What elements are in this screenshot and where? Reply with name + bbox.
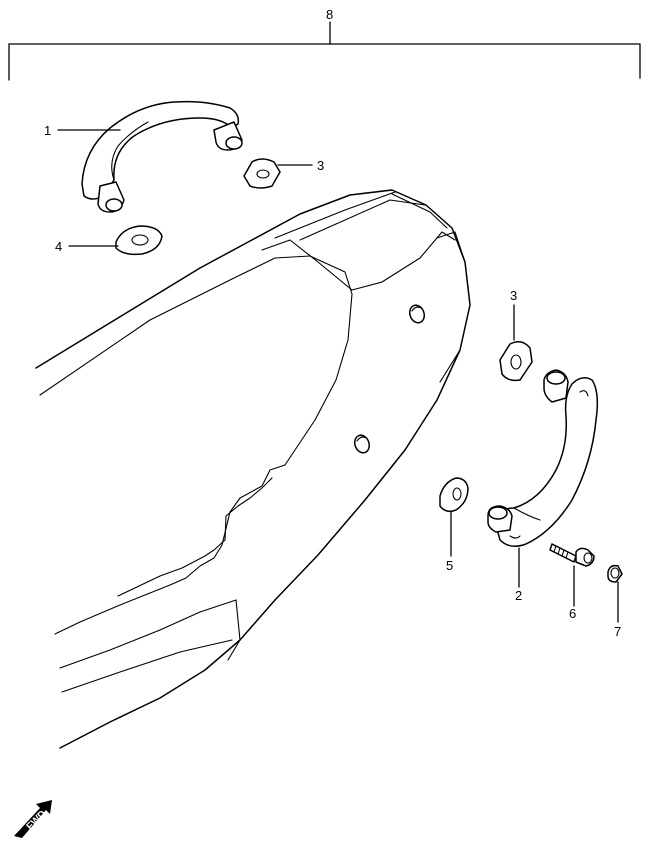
spacer-right <box>499 341 533 382</box>
spacer-upper <box>243 158 281 189</box>
callout-3-upper: 3 <box>317 158 324 173</box>
callout-1: 1 <box>44 123 51 138</box>
washer-4 <box>115 225 163 256</box>
fwd-label: FWD <box>25 809 49 833</box>
callout-4: 4 <box>55 239 62 254</box>
washer-5 <box>439 477 469 513</box>
bolt-6 <box>549 543 595 567</box>
callout-8: 8 <box>326 7 333 22</box>
callout-6: 6 <box>569 606 576 621</box>
callout-5: 5 <box>446 558 453 573</box>
callout-2: 2 <box>515 588 522 603</box>
cap-nut-7 <box>607 564 623 583</box>
grab-handle-left <box>81 100 243 213</box>
forward-arrow-icon: FWD <box>14 800 52 838</box>
grab-handle-right <box>487 369 599 547</box>
seat-tail-cover <box>35 189 471 749</box>
callout-7: 7 <box>614 624 621 639</box>
callout-3-right: 3 <box>510 288 517 303</box>
assembly-bracket <box>8 21 641 81</box>
